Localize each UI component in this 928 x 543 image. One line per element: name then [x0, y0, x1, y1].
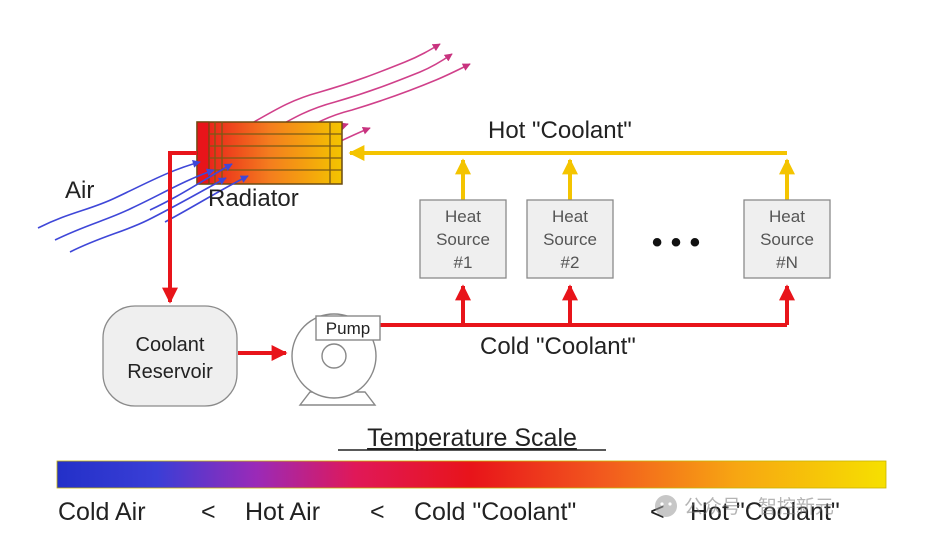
scale-item-cold-coolant: Cold "Coolant"	[414, 498, 576, 526]
hot-air-stream-1	[239, 43, 441, 131]
scale-separator-1: <	[201, 498, 216, 526]
cold-air-stream-4	[149, 163, 233, 211]
heat-source-1: Heat Source #1	[419, 199, 507, 279]
heat-source-n-line3: #N	[776, 253, 798, 272]
pump: Pump	[291, 313, 381, 406]
scale-item-hot-coolant: Hot "Coolant"	[690, 498, 840, 526]
reservoir-label-line1: Coolant	[136, 334, 205, 356]
hot-coolant-line	[348, 145, 795, 200]
cold-coolant-line	[162, 151, 795, 361]
cold-air-stream-5	[164, 175, 249, 223]
heat-source-n-line1: Heat	[769, 207, 805, 226]
pump-impeller-icon	[321, 343, 347, 369]
heat-source-2-line3: #2	[561, 253, 580, 272]
hot-coolant-label: Hot "Coolant"	[488, 117, 632, 144]
air-label: Air	[65, 177, 94, 204]
heat-source-2-line2: Source	[543, 230, 597, 249]
radiator	[196, 121, 343, 185]
cold-coolant-label: Cold "Coolant"	[480, 333, 636, 360]
heat-source-n: Heat Source #N	[743, 199, 831, 279]
cold-air-stream-2	[54, 168, 215, 241]
pump-label: Pump	[326, 319, 370, 338]
heat-source-1-line3: #1	[454, 253, 473, 272]
scale-separator-2: <	[370, 498, 385, 526]
cold-air-stream-3	[69, 177, 227, 253]
scale-item-cold-air: Cold Air	[58, 498, 146, 526]
cold-air-streams	[37, 159, 249, 253]
heat-source-2-line1: Heat	[552, 207, 588, 226]
heat-source-1-line2: Source	[436, 230, 490, 249]
scale-item-hot-air: Hot Air	[245, 498, 320, 526]
watermark: 公众号 · 智控新元	[655, 495, 834, 518]
hot-air-stream-2	[257, 53, 453, 139]
heat-source-n-line2: Source	[760, 230, 814, 249]
reservoir-label-line2: Reservoir	[127, 361, 213, 383]
heat-source-2: Heat Source #2	[526, 199, 614, 279]
cold-air-stream-1	[37, 159, 201, 229]
radiator-label: Radiator	[208, 185, 299, 212]
temperature-scale-title: Temperature Scale	[367, 424, 577, 452]
pump-outlet	[315, 315, 381, 341]
watermark-text: 公众号 · 智控新元	[684, 496, 834, 518]
temperature-gradient-bar	[56, 460, 887, 489]
radiator-to-reservoir	[162, 151, 197, 304]
heat-source-1-line1: Heat	[445, 207, 481, 226]
ellipsis: • • •	[652, 226, 700, 259]
wechat-icon	[655, 495, 677, 517]
coolant-reservoir: Coolant Reservoir	[102, 305, 238, 407]
radiator-core	[196, 121, 343, 185]
